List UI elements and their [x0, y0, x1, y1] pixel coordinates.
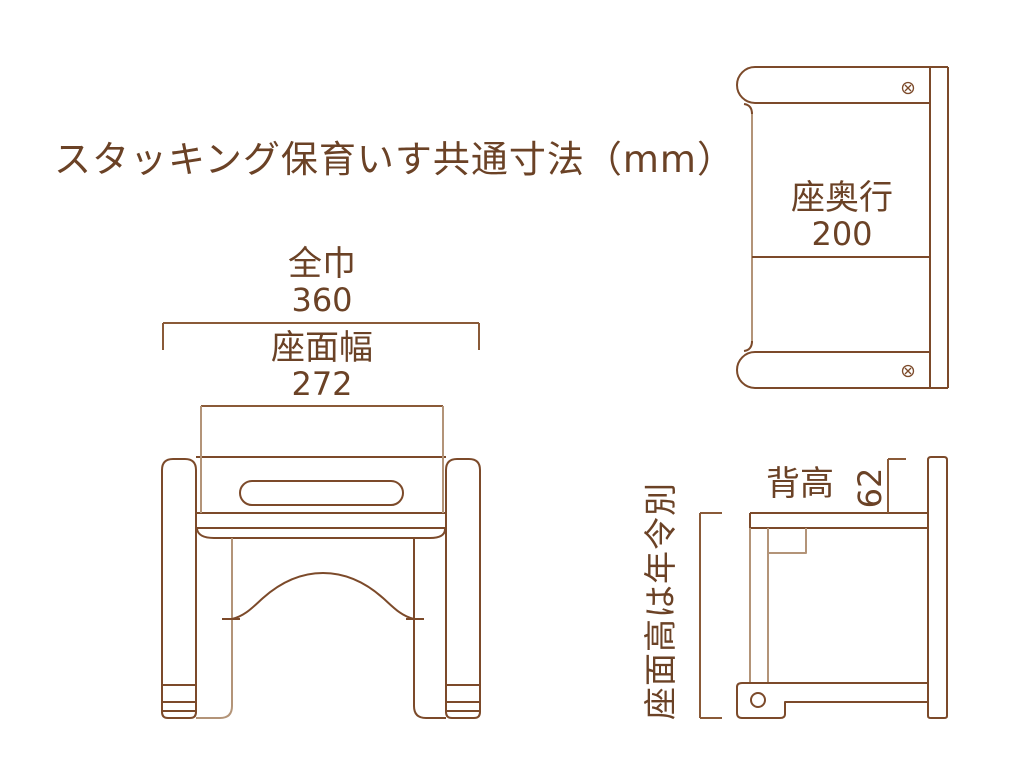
apron-arch-cutout — [231, 572, 415, 620]
bottom-screw-icon — [901, 364, 915, 378]
bottom-screw-cross — [904, 367, 912, 375]
rail-top-edge — [736, 682, 928, 688]
bottom-bar — [736, 351, 948, 389]
seat-side-edge — [749, 512, 928, 529]
back-height-value: 62 — [851, 467, 889, 509]
seat-height-label: 座面高は年令別 — [640, 482, 680, 720]
seat-height-bracket — [699, 512, 722, 719]
seat-front-edge — [196, 512, 446, 529]
top-view-drawing — [736, 66, 949, 389]
top-screw-cross — [904, 84, 912, 92]
back-height-label: 背高 — [766, 464, 834, 504]
back-height-bracket — [887, 458, 906, 513]
right-stacking-rails — [446, 684, 480, 712]
front-leg-side — [749, 528, 769, 683]
front-view-drawing — [161, 456, 481, 719]
left-stacking-rails — [162, 684, 196, 712]
seat-width-value: 272 — [291, 365, 353, 403]
overall-width-label: 全巾 — [288, 244, 356, 284]
top-screw-icon — [901, 81, 915, 95]
seat-edge-fillets — [743, 103, 753, 352]
foot-and-rail-bottom — [736, 687, 928, 719]
dimension-lines — [162, 322, 906, 719]
foot-screw-icon — [750, 692, 766, 708]
overall-width-dim-line — [162, 322, 480, 350]
back-upright — [927, 456, 948, 719]
overall-width-value: 360 — [291, 281, 353, 319]
diagram-title: スタッキング保育いす共通寸法（mm） — [54, 138, 735, 181]
front-right-post — [413, 538, 446, 719]
seat-width-label: 座面幅 — [271, 328, 373, 368]
front-left-post — [196, 538, 233, 719]
right-side-rail — [929, 67, 949, 388]
seat-cleat — [768, 528, 807, 554]
right-side-panel — [445, 458, 481, 719]
seat-width-extension-lines — [200, 406, 444, 513]
seat-depth-value: 200 — [811, 215, 873, 253]
backrest-handle-slot — [239, 480, 404, 506]
apron-top-edge — [196, 528, 446, 539]
side-view-drawing — [736, 456, 948, 719]
top-bar — [736, 66, 948, 104]
left-side-panel — [161, 458, 197, 719]
seat-depth-label: 座奥行 — [791, 178, 893, 218]
